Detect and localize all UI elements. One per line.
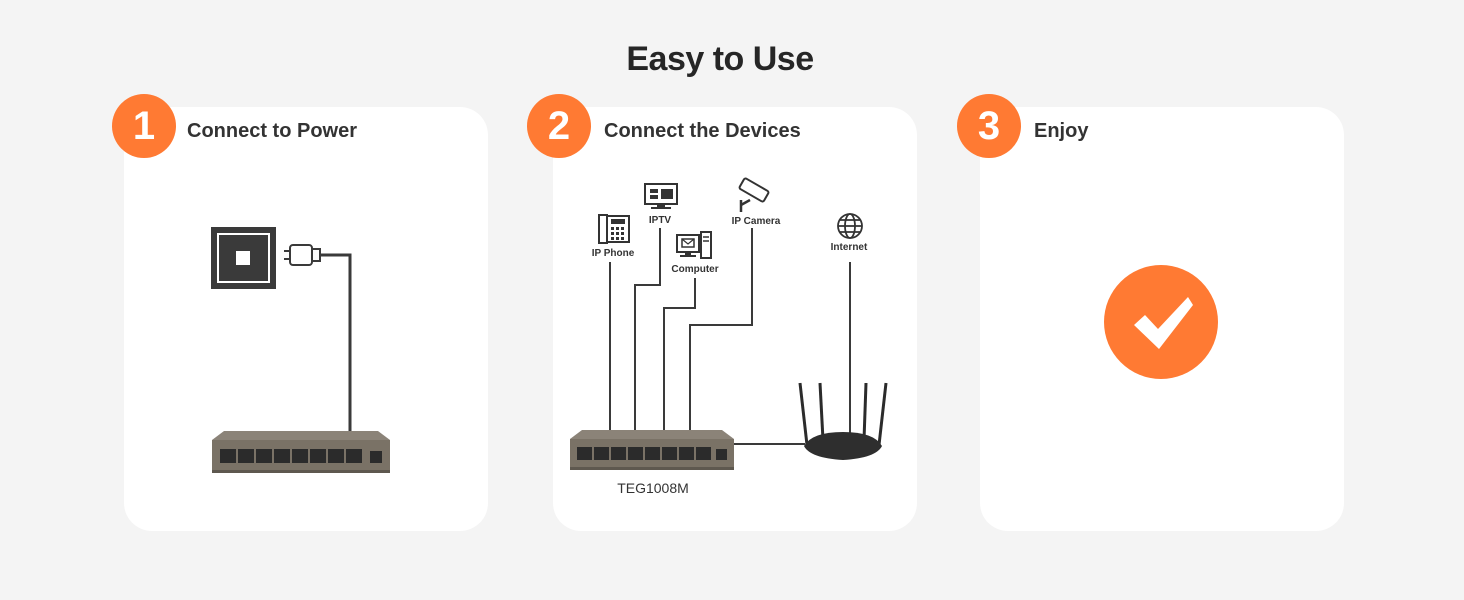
internet-globe-icon — [837, 213, 863, 239]
network-switch-icon — [570, 430, 734, 470]
device-label: IPTV — [649, 215, 672, 226]
step-label: Connect the Devices — [604, 120, 801, 142]
device-label: IP Camera — [732, 216, 781, 227]
device-label: Computer — [671, 264, 718, 275]
ip-phone-icon — [598, 214, 630, 244]
page-title: Easy to Use — [626, 40, 814, 78]
network-switch-icon — [212, 431, 390, 473]
step-number-badge: 2 — [527, 94, 591, 158]
device-label: IP Phone — [592, 248, 635, 259]
ethernet-cables — [609, 228, 851, 445]
step-number-badge: 3 — [957, 94, 1021, 158]
success-check-icon — [1104, 265, 1218, 379]
computer-icon — [676, 231, 712, 259]
wireless-router-icon — [798, 382, 888, 460]
iptv-icon — [644, 183, 678, 209]
ip-camera-icon — [738, 177, 770, 212]
step-label: Enjoy — [1034, 120, 1089, 142]
power-plug-icon — [284, 244, 352, 432]
step-number-badge: 1 — [112, 94, 176, 158]
step-label: Connect to Power — [187, 120, 358, 142]
device-label: Internet — [831, 242, 868, 253]
switch-model-label: TEG1008M — [617, 480, 689, 496]
power-outlet-icon — [211, 227, 276, 289]
